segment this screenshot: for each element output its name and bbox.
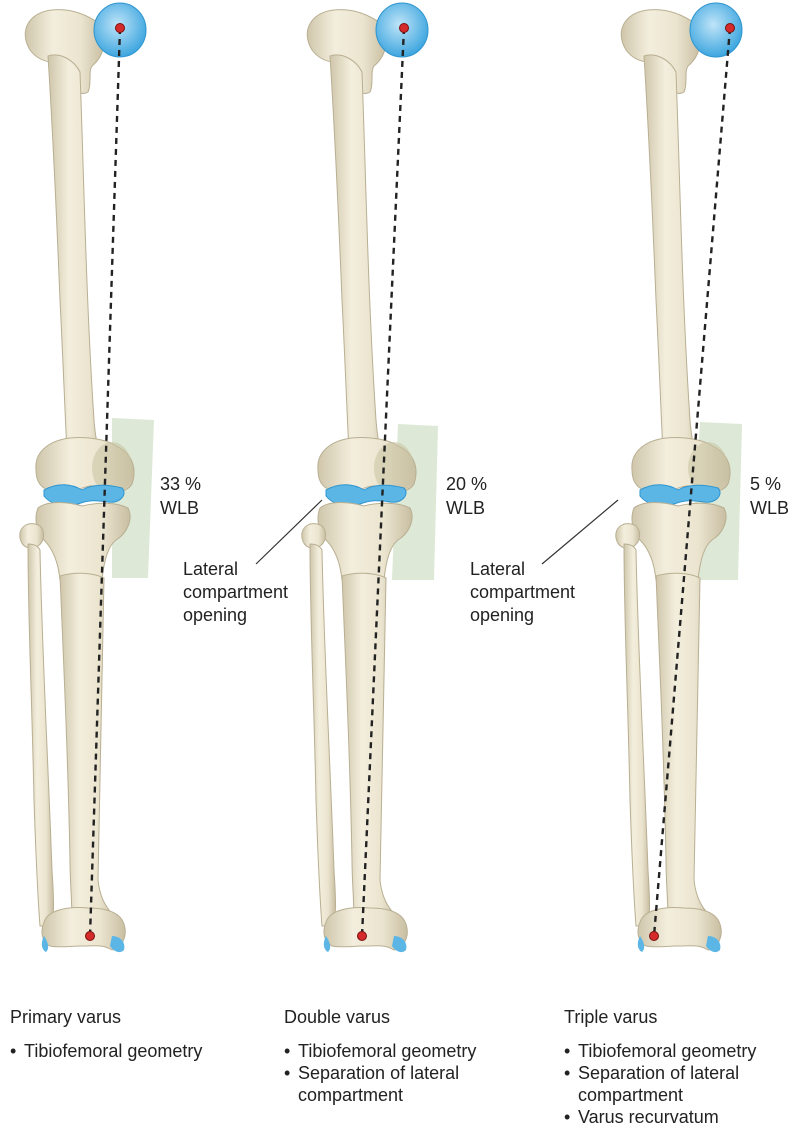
list-item: Tibiofemoral geometry (284, 1040, 476, 1062)
ankle-center-dot (358, 932, 367, 941)
leg-bones-illustration (20, 3, 146, 952)
leg-bones-illustration (616, 3, 742, 952)
feature-list: Tibiofemoral geometry Separation of late… (284, 1040, 476, 1106)
panel-triple-varus (542, 3, 742, 952)
leg-bones-illustration (302, 3, 428, 952)
opening-leader-line (542, 500, 618, 564)
wlb-label: WLB (446, 496, 485, 520)
hip-center-dot (400, 24, 409, 33)
lateral-opening-label: Lateral compartment opening (470, 558, 575, 627)
list-item: Varus recurvatum (564, 1106, 756, 1128)
wlb-percent-label: 20 % (446, 472, 487, 496)
wlb-percent-label: 5 % (750, 472, 781, 496)
panel-primary-varus (20, 3, 154, 952)
hip-center-dot (116, 24, 125, 33)
panel-title: Triple varus (564, 1006, 657, 1028)
ankle-center-dot (86, 932, 95, 941)
list-item: Tibiofemoral geometry (10, 1040, 202, 1062)
wlb-percent-label: 33 % (160, 472, 201, 496)
wlb-label: WLB (750, 496, 789, 520)
feature-list: Tibiofemoral geometry (10, 1040, 202, 1062)
hip-center-dot (726, 24, 735, 33)
list-item: Tibiofemoral geometry (564, 1040, 756, 1062)
feature-list: Tibiofemoral geometry Separation of late… (564, 1040, 756, 1128)
panel-double-varus (256, 3, 438, 952)
panel-title: Primary varus (10, 1006, 121, 1028)
panel-title: Double varus (284, 1006, 390, 1028)
wlb-label: WLB (160, 496, 199, 520)
ankle-center-dot (650, 932, 659, 941)
lateral-opening-label: Lateral compartment opening (183, 558, 288, 627)
